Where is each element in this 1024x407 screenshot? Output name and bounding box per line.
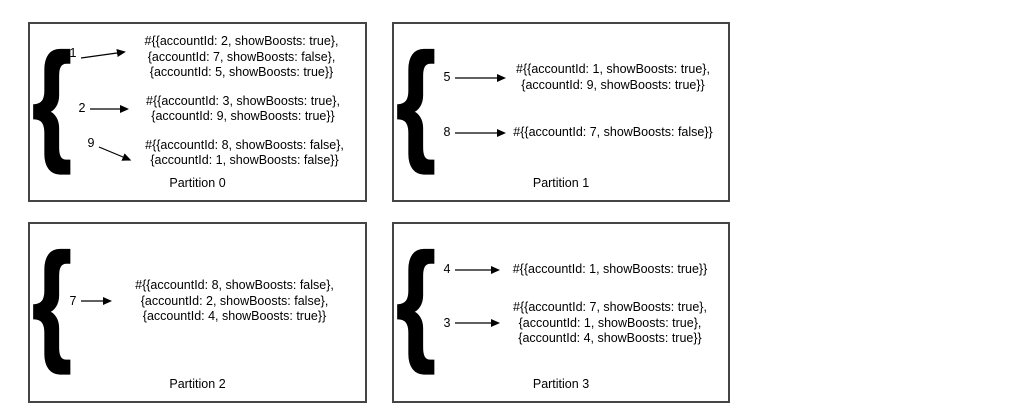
entry-row: 9 #{{accountId: 8, showBoosts: false}, {… — [66, 135, 357, 169]
partition-1-entries: 5 #{{accountId: 1, showBoosts: true}, {a… — [440, 24, 720, 143]
partition-2-entries: 7 #{{accountId: 8, showBoosts: false}, {… — [66, 224, 357, 325]
arrow-icon — [455, 266, 500, 274]
set-brace-icon: { — [32, 27, 73, 175]
entry-key: 8 — [443, 125, 451, 140]
entry-key: 1 — [69, 45, 77, 60]
entry-key: 5 — [443, 69, 451, 84]
partition-1-box: { 5 #{{accountId: 1, showBoosts: true}, … — [392, 22, 730, 202]
arrow-icon — [98, 146, 132, 161]
arrow-icon — [81, 297, 112, 306]
entry-key: 2 — [78, 101, 86, 116]
entry-records: #{{accountId: 2, showBoosts: true}, {acc… — [144, 34, 339, 79]
arrow-icon — [80, 49, 126, 59]
set-brace-icon: { — [396, 27, 437, 175]
entry-key: 3 — [443, 315, 451, 330]
entry-key: 4 — [443, 262, 451, 277]
entry-records: #{{accountId: 8, showBoosts: false}, {ac… — [145, 137, 344, 168]
partition-3-box: { 4 #{{accountId: 1, showBoosts: true}} … — [392, 222, 730, 403]
partition-label: Partition 3 — [532, 377, 590, 391]
set-brace-icon: { — [396, 227, 437, 375]
entry-records: #{{accountId: 8, showBoosts: false}, {ac… — [135, 278, 334, 323]
partition-3-entries: 4 #{{accountId: 1, showBoosts: true}} 3 … — [440, 224, 720, 347]
entry-records: #{{accountId: 7, showBoosts: true}, {acc… — [513, 300, 707, 345]
partition-label: Partition 0 — [169, 176, 226, 190]
set-brace-icon: { — [32, 227, 73, 375]
entry-row: 3 #{{accountId: 7, showBoosts: true}, {a… — [440, 300, 720, 347]
entry-records: #{{accountId: 1, showBoosts: true}} — [512, 262, 708, 277]
entry-row: 8 #{{accountId: 7, showBoosts: false}} — [440, 123, 720, 143]
entry-key: 7 — [69, 293, 77, 308]
arrow-icon — [90, 105, 129, 113]
entry-row: 2 #{{accountId: 3, showBoosts: true}, {a… — [66, 94, 357, 125]
entry-row: 4 #{{accountId: 1, showBoosts: true}} — [440, 260, 720, 280]
partition-label: Partition 1 — [532, 176, 590, 190]
partition-2-box: { 7 #{{accountId: 8, showBoosts: false},… — [28, 222, 367, 403]
entry-row: 7 #{{accountId: 8, showBoosts: false}, {… — [66, 278, 357, 325]
entry-records: #{{accountId: 1, showBoosts: true}, {acc… — [516, 62, 710, 92]
entry-key: 9 — [87, 135, 95, 150]
partition-0-box: { 1 #{{accountId: 2, showBoosts: true}, … — [28, 22, 367, 202]
arrow-icon — [455, 319, 500, 328]
arrow-icon — [455, 73, 506, 82]
partition-label: Partition 2 — [169, 377, 226, 391]
arrow-icon — [455, 129, 506, 137]
entry-row: 5 #{{accountId: 1, showBoosts: true}, {a… — [440, 62, 720, 93]
entry-records: #{{accountId: 3, showBoosts: true}, {acc… — [146, 93, 340, 124]
entry-records: #{{accountId: 7, showBoosts: false}} — [513, 125, 713, 140]
partition-0-entries: 1 #{{accountId: 2, showBoosts: true}, {a… — [66, 24, 357, 169]
entry-row: 1 #{{accountId: 2, showBoosts: true}, {a… — [66, 34, 357, 81]
